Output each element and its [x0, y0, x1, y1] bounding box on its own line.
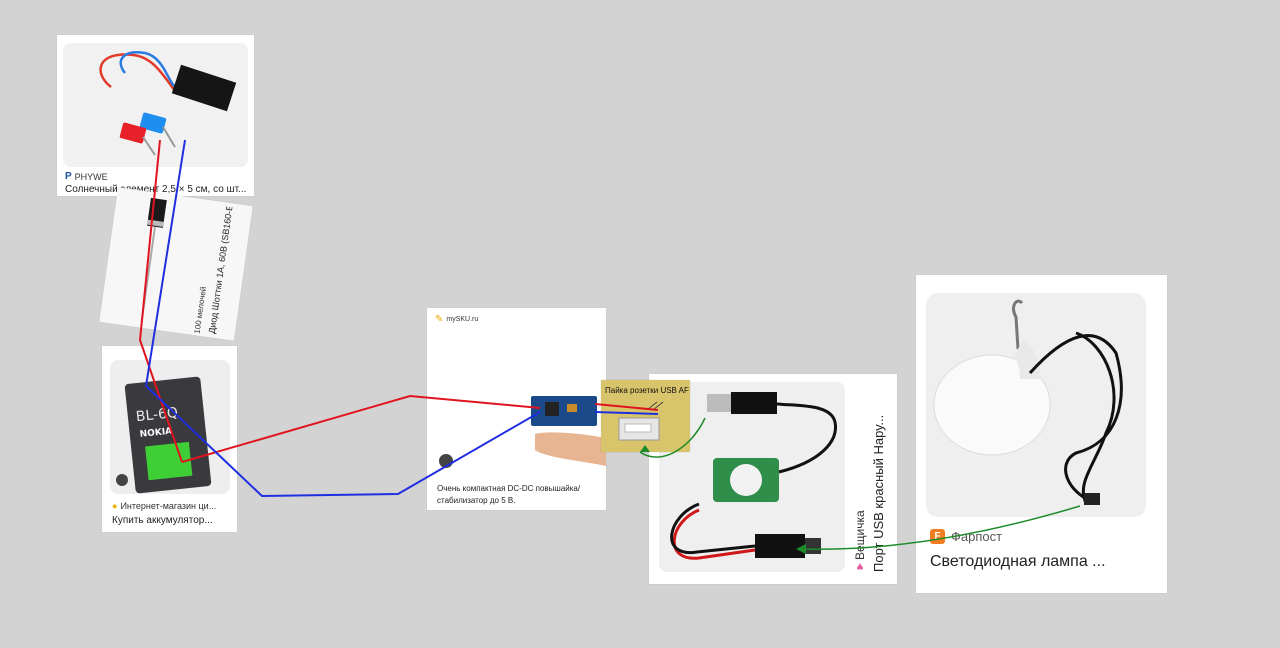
- boost-caption-line1[interactable]: Очень компактная DC-DC повышайка/: [437, 484, 581, 493]
- solar-cell-image: [63, 43, 248, 167]
- battery-image: BL-6Q NOKIA: [110, 360, 230, 494]
- battery-source: ● Интернет-магазин ци...: [112, 501, 217, 511]
- led-lamp-image: [926, 293, 1146, 517]
- solar-source: P PHYWE: [65, 171, 108, 182]
- lamp-caption[interactable]: Светодиодная лампа ...: [930, 553, 1106, 570]
- boost-caption-line2[interactable]: стабилизатор до 5 В.: [437, 496, 516, 505]
- pin-icon: ●: [112, 501, 118, 511]
- battery-caption[interactable]: Купить аккумулятор...: [112, 515, 213, 526]
- boost-image: [427, 326, 606, 476]
- boost-converter-card[interactable]: ✎ mySKU.ru Очень компактная DC-DC повыша…: [427, 308, 606, 510]
- heart-icon: ♥: [853, 560, 867, 574]
- lamp-source: F Фарпост: [930, 529, 1002, 544]
- phywe-logo-icon: P: [65, 171, 72, 182]
- usb-solder-label: Пайка розетки USB AF: [605, 386, 689, 395]
- camera-icon[interactable]: [116, 474, 128, 486]
- sensor-caption[interactable]: Порт USB красный Нару...: [871, 414, 886, 572]
- usb-solder-note[interactable]: Пайка розетки USB AF: [601, 380, 690, 452]
- boost-source: ✎ mySKU.ru: [435, 314, 479, 325]
- farpost-logo-icon: F: [930, 529, 945, 544]
- led-lamp-card[interactable]: F Фарпост Светодиодная лампа ...: [916, 275, 1167, 593]
- solar-cell-card[interactable]: P PHYWE Солнечный элемент 2,5 × 5 см, со…: [57, 35, 254, 196]
- motion-sensor-image: [659, 382, 845, 572]
- pencil-icon: ✎: [435, 314, 444, 325]
- motion-sensor-card[interactable]: ♥ Вещичка Порт USB красный Нару...: [649, 374, 897, 584]
- sensor-source: ♥ Вещичка: [853, 510, 867, 574]
- diode-card[interactable]: Диод Шоттки 1А, 60В (SB160-E3/54 100 мел…: [99, 187, 253, 341]
- camera-icon[interactable]: [439, 454, 453, 468]
- battery-card[interactable]: BL-6Q NOKIA ● Интернет-магазин ци... Куп…: [102, 346, 237, 532]
